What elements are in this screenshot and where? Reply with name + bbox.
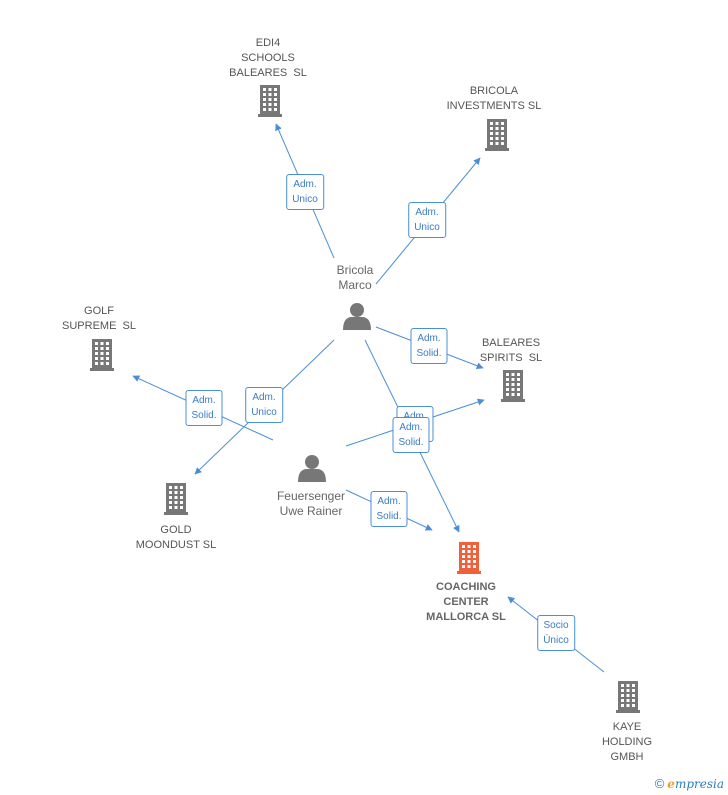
node-label-baleares[interactable]: BALEARES SPIRITS SL bbox=[479, 337, 543, 364]
edge-label-bricola_marco-to-gold[interactable]: Adm. Unico bbox=[245, 387, 283, 423]
footer-brand[interactable]: ©empresia bbox=[655, 776, 724, 791]
node-label-bricola_inv[interactable]: BRICOLA INVESTMENTS SL bbox=[446, 85, 542, 112]
building-icon-coaching[interactable] bbox=[457, 542, 481, 574]
edge-label-feuersenger-to-golf[interactable]: Adm. Solid. bbox=[185, 390, 223, 426]
node-label-coaching[interactable]: COACHING CENTER MALLORCA SL bbox=[426, 581, 506, 623]
node-label-edi4[interactable]: EDI4 SCHOOLS BALEARES SL bbox=[229, 37, 307, 79]
person-icon-feuersenger[interactable] bbox=[298, 455, 326, 482]
building-icon-golf[interactable] bbox=[90, 339, 114, 371]
edge-label-bricola_marco-to-baleares[interactable]: Adm. Solid. bbox=[410, 328, 448, 364]
node-label-gold[interactable]: GOLD MOONDUST SL bbox=[135, 524, 217, 551]
edge-label-feuersenger-to-coaching[interactable]: Adm. Solid. bbox=[370, 491, 408, 527]
brand-initial: e bbox=[667, 777, 675, 791]
building-icon-gold[interactable] bbox=[164, 483, 188, 515]
building-icon-kaye[interactable] bbox=[616, 681, 640, 713]
edge-label-kaye-to-coaching[interactable]: Socio Único bbox=[537, 615, 575, 651]
building-icon-baleares[interactable] bbox=[501, 370, 525, 402]
brand-name: mpresia bbox=[674, 777, 724, 791]
brand-logo: empresia bbox=[667, 777, 724, 791]
copyright-symbol: © bbox=[654, 776, 665, 791]
icons-layer bbox=[90, 85, 640, 713]
node-label-bricola_marco[interactable]: Bricola Marco bbox=[336, 263, 374, 292]
node-label-feuersenger[interactable]: Feuersenger Uwe Rainer bbox=[276, 489, 346, 518]
edge-label-bricola_marco-to-bricola_inv[interactable]: Adm. Unico bbox=[408, 202, 446, 238]
edge-label-bricola_marco-to-edi4[interactable]: Adm. Unico bbox=[286, 174, 324, 210]
building-icon-bricola_inv[interactable] bbox=[485, 119, 509, 151]
node-label-golf[interactable]: GOLF SUPREME SL bbox=[62, 305, 136, 332]
edge-label-feuersenger-to-baleares[interactable]: Adm. Solid. bbox=[392, 417, 430, 453]
person-icon-bricola_marco[interactable] bbox=[343, 303, 371, 330]
building-icon-edi4[interactable] bbox=[258, 85, 282, 117]
node-label-kaye[interactable]: KAYE HOLDING GMBH bbox=[601, 721, 653, 763]
